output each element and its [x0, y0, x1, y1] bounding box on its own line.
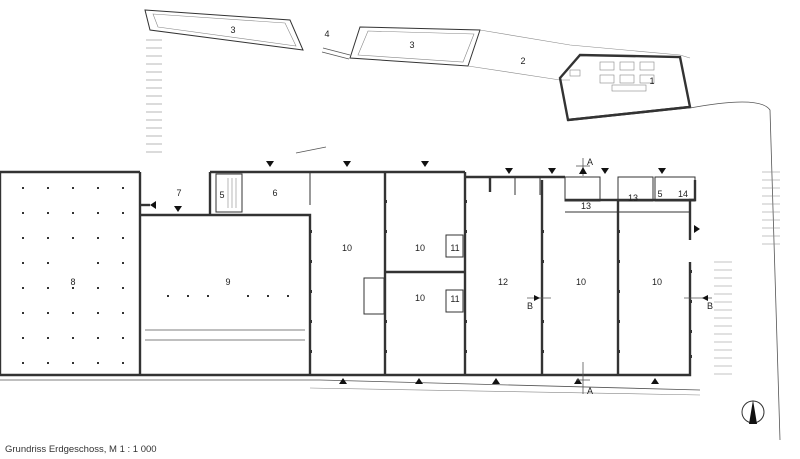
entrance-arrows	[150, 161, 700, 384]
wall-fragment	[295, 146, 327, 154]
room-label-13-left: 13	[581, 201, 591, 211]
room-label-5-office: 5	[657, 189, 662, 199]
main-building	[0, 170, 697, 377]
parking-right-upper	[762, 171, 780, 245]
north-arrow-icon	[741, 400, 765, 424]
room-label-3-right: 3	[409, 40, 414, 50]
outbuilding-3-right	[349, 26, 481, 67]
column-grid	[22, 187, 692, 364]
room-label-1: 1	[649, 76, 654, 86]
room-label-10-a: 10	[342, 243, 352, 253]
room-label-12: 12	[498, 277, 508, 287]
canopy-4	[321, 47, 351, 60]
room-label-10-c: 10	[415, 293, 425, 303]
room-label-7: 7	[176, 188, 181, 198]
section-label-a-bottom: A	[587, 386, 593, 396]
room-label-8: 8	[70, 277, 75, 287]
parking-right-lower	[714, 261, 732, 375]
room-label-10-d: 10	[576, 277, 586, 287]
room-label-5-stair: 5	[219, 190, 224, 200]
room-label-11-lower: 11	[450, 294, 459, 304]
room-label-14: 14	[678, 189, 688, 199]
outbuilding-3-left	[144, 9, 304, 51]
site-boundary	[0, 101, 781, 441]
room-label-11-upper: 11	[450, 243, 459, 253]
section-label-b-left: B	[527, 301, 533, 311]
plan-caption: Grundriss Erdgeschoss, M 1 : 1 000	[5, 444, 157, 455]
room-label-6: 6	[272, 188, 277, 198]
room-label-9: 9	[225, 277, 230, 287]
section-markers	[527, 158, 712, 394]
section-label-b-right: B	[707, 301, 713, 311]
room-label-10-e: 10	[652, 277, 662, 287]
parking-left	[146, 39, 162, 153]
room-label-2: 2	[520, 56, 525, 66]
room-label-4: 4	[324, 29, 329, 39]
room-label-13-right: 13	[628, 193, 638, 203]
section-label-a-top: A	[587, 157, 593, 167]
room-label-3-left: 3	[230, 25, 235, 35]
pavilion-1	[558, 53, 692, 122]
room-label-10-b: 10	[415, 243, 425, 253]
